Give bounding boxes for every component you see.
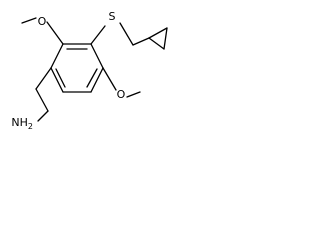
sulfur-label: S <box>109 10 116 23</box>
bond-c4-o-bottom <box>102 67 117 91</box>
ring-bond-c1-c2 <box>50 43 64 69</box>
bond-ch2-ch2 <box>35 88 49 112</box>
cyclopropyl-bond-2 <box>163 27 168 50</box>
amine-nh: NH <box>11 116 28 129</box>
oxygen-top-label: O <box>38 15 47 28</box>
molecule-structure: O S O NH2 <box>11 10 168 131</box>
atom-label-layer: O S O NH2 <box>11 10 125 131</box>
bond-ch2-nh2 <box>37 110 49 122</box>
ring-double-bond-c4-c5 <box>86 68 98 88</box>
cyclopropyl-bond-1 <box>148 37 165 50</box>
bond-s-ch2 <box>119 22 134 46</box>
bond-ch2-cyclopropyl <box>132 37 150 46</box>
bond-c3-s <box>90 25 106 45</box>
bond-c1-ch2 <box>35 67 52 90</box>
bond-o-bottom-methyl <box>126 91 141 98</box>
ring-bond-c4-c5 <box>90 67 104 93</box>
ring-bond-c6-c1 <box>50 67 64 93</box>
ring-double-bond-c6-c1 <box>55 68 66 88</box>
amine-label: NH2 <box>11 116 33 131</box>
cyclopropyl-bond-3 <box>148 27 168 39</box>
ring-bond-c3-c4 <box>90 43 104 69</box>
bond-layer <box>21 17 168 122</box>
bond-c2-o-top <box>46 21 64 45</box>
bond-o-top-methyl <box>21 17 37 24</box>
amine-subscript: 2 <box>28 122 33 131</box>
oxygen-bottom-label: O <box>117 88 126 101</box>
